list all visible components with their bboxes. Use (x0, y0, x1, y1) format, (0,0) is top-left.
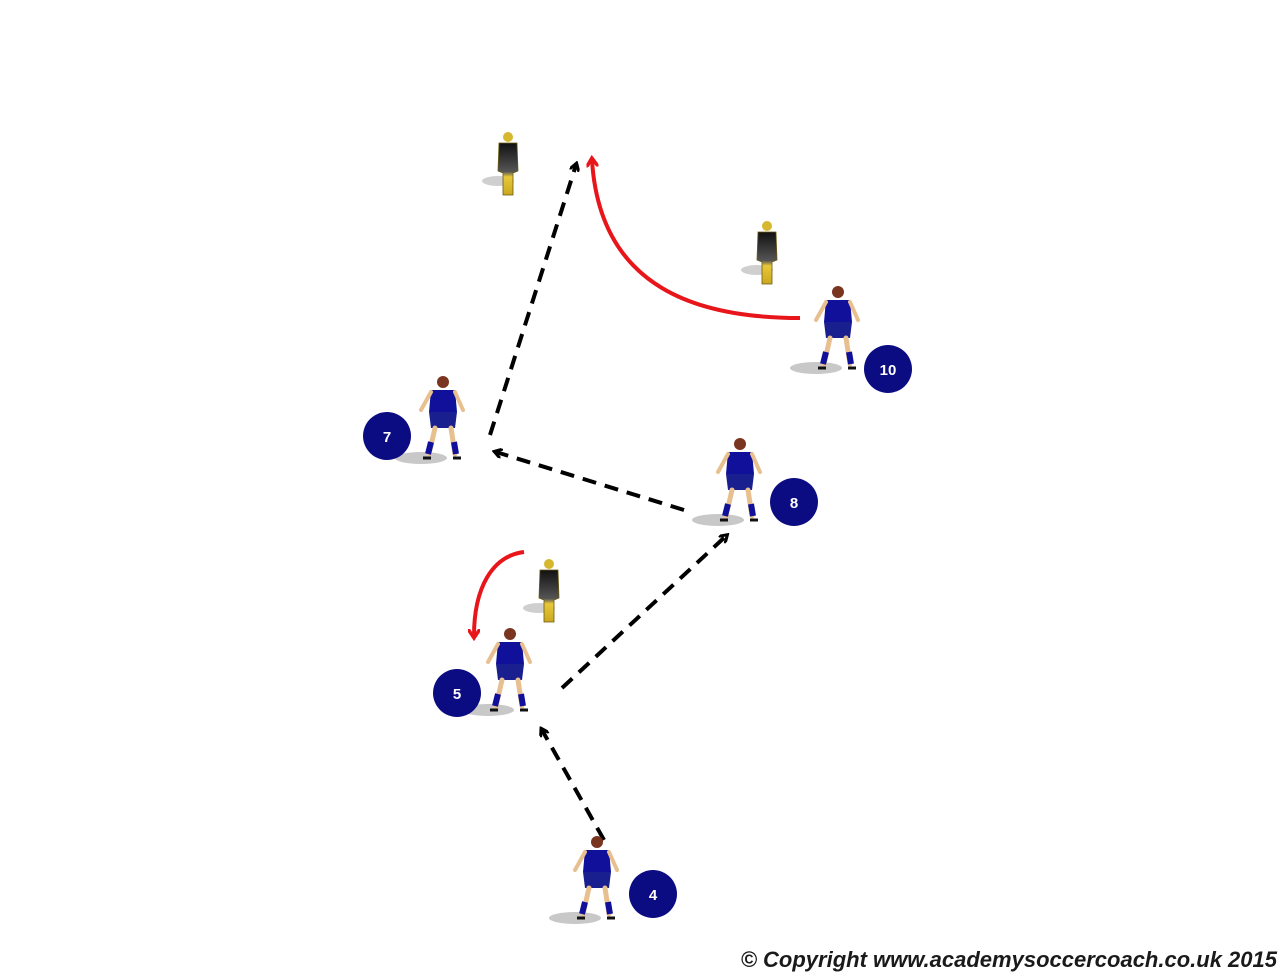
player-badge-7: 7 (363, 412, 411, 460)
svg-text:5: 5 (453, 686, 461, 703)
pass-arrow-5-to-8 (560, 536, 726, 690)
mannequin-middle (522, 558, 560, 623)
player-badge-10: 10 (864, 345, 912, 393)
pass-arrow-8-to-7 (496, 452, 685, 512)
copyright-notice: © Copyright www.academysoccercoach.co.uk… (740, 947, 1277, 972)
run-arrow-10 (592, 160, 801, 320)
player-10-figure (790, 286, 858, 374)
player-4-figure (549, 836, 617, 924)
svg-text:7: 7 (383, 429, 391, 446)
player-badge-5: 5 (433, 669, 481, 717)
mannequin-top-right (740, 220, 778, 285)
mannequin-top-left (481, 131, 519, 196)
svg-text:8: 8 (790, 495, 798, 512)
player-badge-4: 4 (629, 870, 677, 918)
player-8-figure (692, 438, 760, 526)
pass-arrow-7-into-space (488, 165, 576, 436)
svg-text:10: 10 (880, 362, 897, 379)
player-badge-8: 8 (770, 478, 818, 526)
run-arrow-5 (474, 550, 525, 636)
svg-text:4: 4 (649, 887, 658, 904)
pass-arrow-4-to-5 (542, 730, 606, 841)
